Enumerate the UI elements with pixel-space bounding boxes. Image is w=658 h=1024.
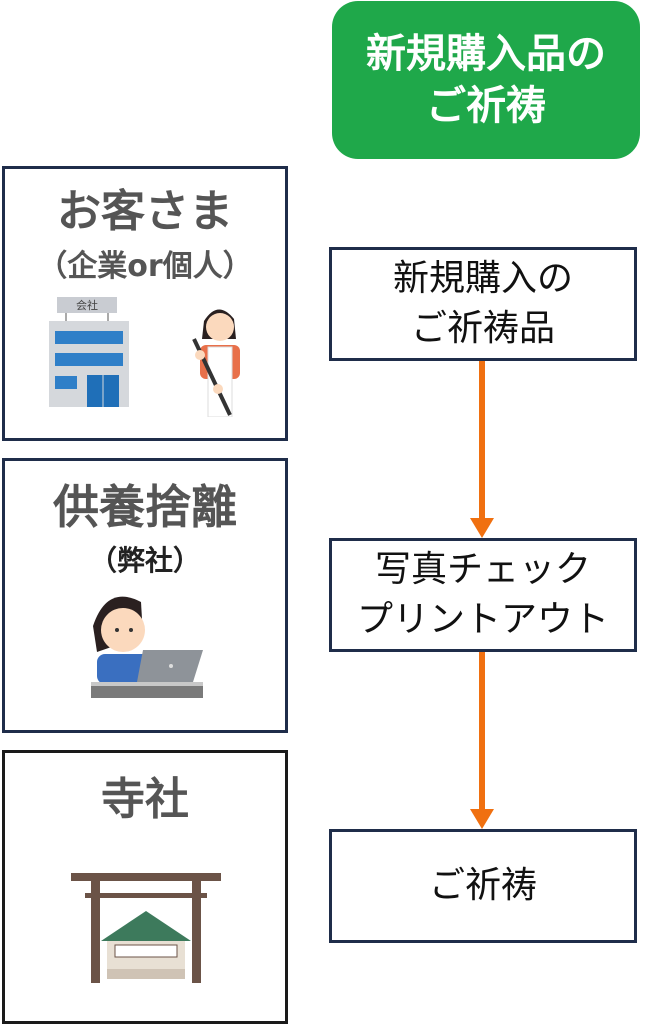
header-line-2: ご祈祷 <box>426 83 546 129</box>
flow-arrow-down-icon <box>470 652 494 829</box>
step-line-1: 写真チェック <box>374 549 591 590</box>
header-title-box: 新規購入品の ご祈祷 <box>332 1 640 159</box>
lane-title: 寺社 <box>101 774 189 825</box>
step-line-2: プリントアウト <box>356 599 609 640</box>
lane-shrine: 寺社 <box>2 750 288 1024</box>
step-line-1: 新規購入の <box>392 258 573 299</box>
step-line-1: ご祈祷 <box>428 865 537 906</box>
lane-title: 供養捨離 <box>53 480 237 534</box>
office-building-icon: 会社 <box>49 297 129 407</box>
lane-subtitle: （弊社） <box>88 544 201 577</box>
lane-subtitle: （企業or個人） <box>37 249 253 284</box>
lane-title: お客さま <box>57 186 233 237</box>
step-photo-check-printout: 写真チェック プリントアウト <box>329 538 637 652</box>
lane-company: 供養捨離 （弊社） <box>2 458 288 733</box>
staff-woman-with-broom-icon <box>192 309 240 417</box>
torii-shrine-icon <box>71 873 221 983</box>
building-sign-text: 会社 <box>76 298 98 312</box>
step-line-2: ご祈祷品 <box>410 308 555 349</box>
woman-at-laptop-icon <box>91 596 203 698</box>
lane-customer: お客さま （企業or個人） 会社 <box>2 166 288 441</box>
header-line-1: 新規購入品の <box>366 31 606 77</box>
step-new-purchase-items: 新規購入の ご祈祷品 <box>329 247 637 361</box>
step-prayer: ご祈祷 <box>329 829 637 943</box>
flow-arrow-down-icon <box>470 361 494 538</box>
